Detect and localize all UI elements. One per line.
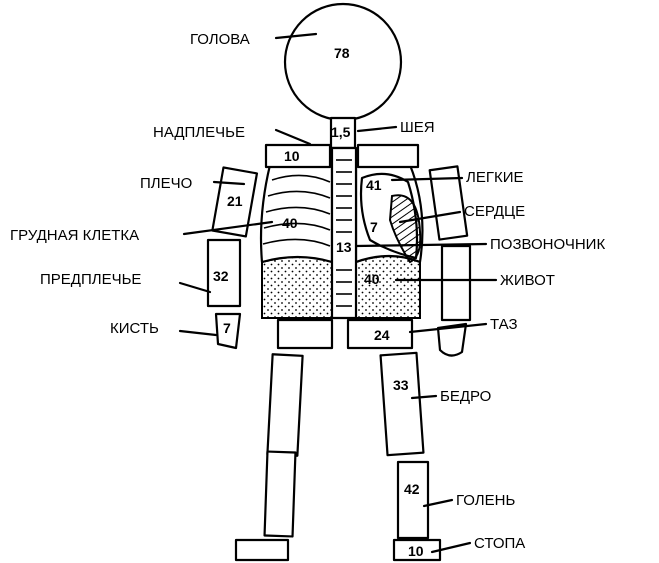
- neck-group: 1,5 ШЕЯ: [331, 118, 435, 148]
- pelvis-group: 24 ТАЗ: [278, 316, 518, 348]
- forearm-value: 32: [213, 268, 229, 284]
- neck-label: ШЕЯ: [400, 119, 435, 136]
- upper-arm-label: ПЛЕЧО: [140, 175, 192, 192]
- head-value: 78: [334, 45, 350, 61]
- left-arm-group: 21 32 7: [208, 168, 257, 348]
- thigh-right-shape: [381, 353, 424, 455]
- abdomen-value: 40: [364, 271, 380, 287]
- thigh-label: БЕДРО: [440, 388, 491, 405]
- heart-value: 7: [370, 219, 378, 235]
- spine-value: 13: [336, 239, 352, 255]
- foot-value: 10: [408, 543, 424, 559]
- shoulder-girdle-leader: [276, 130, 310, 144]
- lungs-label: ЛЕГКИЕ: [466, 169, 524, 186]
- neck-value: 1,5: [331, 124, 351, 140]
- pelvis-value: 24: [374, 327, 390, 343]
- shin-value: 42: [404, 481, 420, 497]
- thigh-value: 33: [393, 377, 409, 393]
- head-shape: [285, 4, 401, 120]
- rib-cage-value: 40: [282, 215, 298, 231]
- shin-left-shape: [265, 452, 296, 537]
- spine-label: ПОЗВОНОЧНИК: [490, 236, 605, 253]
- abdomen-shape-right: [356, 256, 420, 318]
- hand-label: КИСТЬ: [110, 320, 159, 337]
- left-leg-group: [236, 354, 303, 560]
- forearm-leader: [180, 283, 210, 292]
- spine-shape: [332, 148, 356, 318]
- shoulder-girdle-label: НАДПЛЕЧЬЕ: [153, 124, 245, 141]
- foot-label: СТОПА: [474, 535, 525, 552]
- shin-label: ГОЛЕНЬ: [456, 492, 515, 509]
- pelvis-left-shape: [278, 320, 332, 348]
- foot-left-shape: [236, 540, 288, 560]
- spine-group: [332, 148, 356, 318]
- forearm-right-shape: [442, 246, 470, 320]
- hand-value: 7: [223, 320, 231, 336]
- abdomen-label: ЖИВОТ: [500, 272, 555, 289]
- right-leg-group: 33 42 10: [381, 353, 440, 560]
- lungs-value: 41: [366, 177, 382, 193]
- upper-arm-value: 21: [227, 193, 243, 209]
- hand-leader: [180, 331, 216, 335]
- head-label: ГОЛОВА: [190, 31, 250, 48]
- neck-leader: [358, 127, 396, 131]
- shin-right-shape: [398, 462, 428, 538]
- pelvis-label: ТАЗ: [490, 316, 518, 333]
- rib-cage-label: ГРУДНАЯ КЛЕТКА: [10, 227, 139, 244]
- shoulder-girdle-value: 10: [284, 148, 300, 164]
- heart-label: СЕРДЦЕ: [464, 203, 525, 220]
- head-group: 78 ГОЛОВА: [190, 4, 401, 120]
- forearm-label: ПРЕДПЛЕЧЬЕ: [40, 271, 141, 288]
- thigh-left-shape: [267, 354, 302, 455]
- shoulder-girdle-right-shape: [358, 145, 418, 167]
- abdomen-shape: [262, 257, 332, 318]
- shoulder-girdle-group: 10 НАДПЛЕЧЬЕ: [153, 124, 418, 167]
